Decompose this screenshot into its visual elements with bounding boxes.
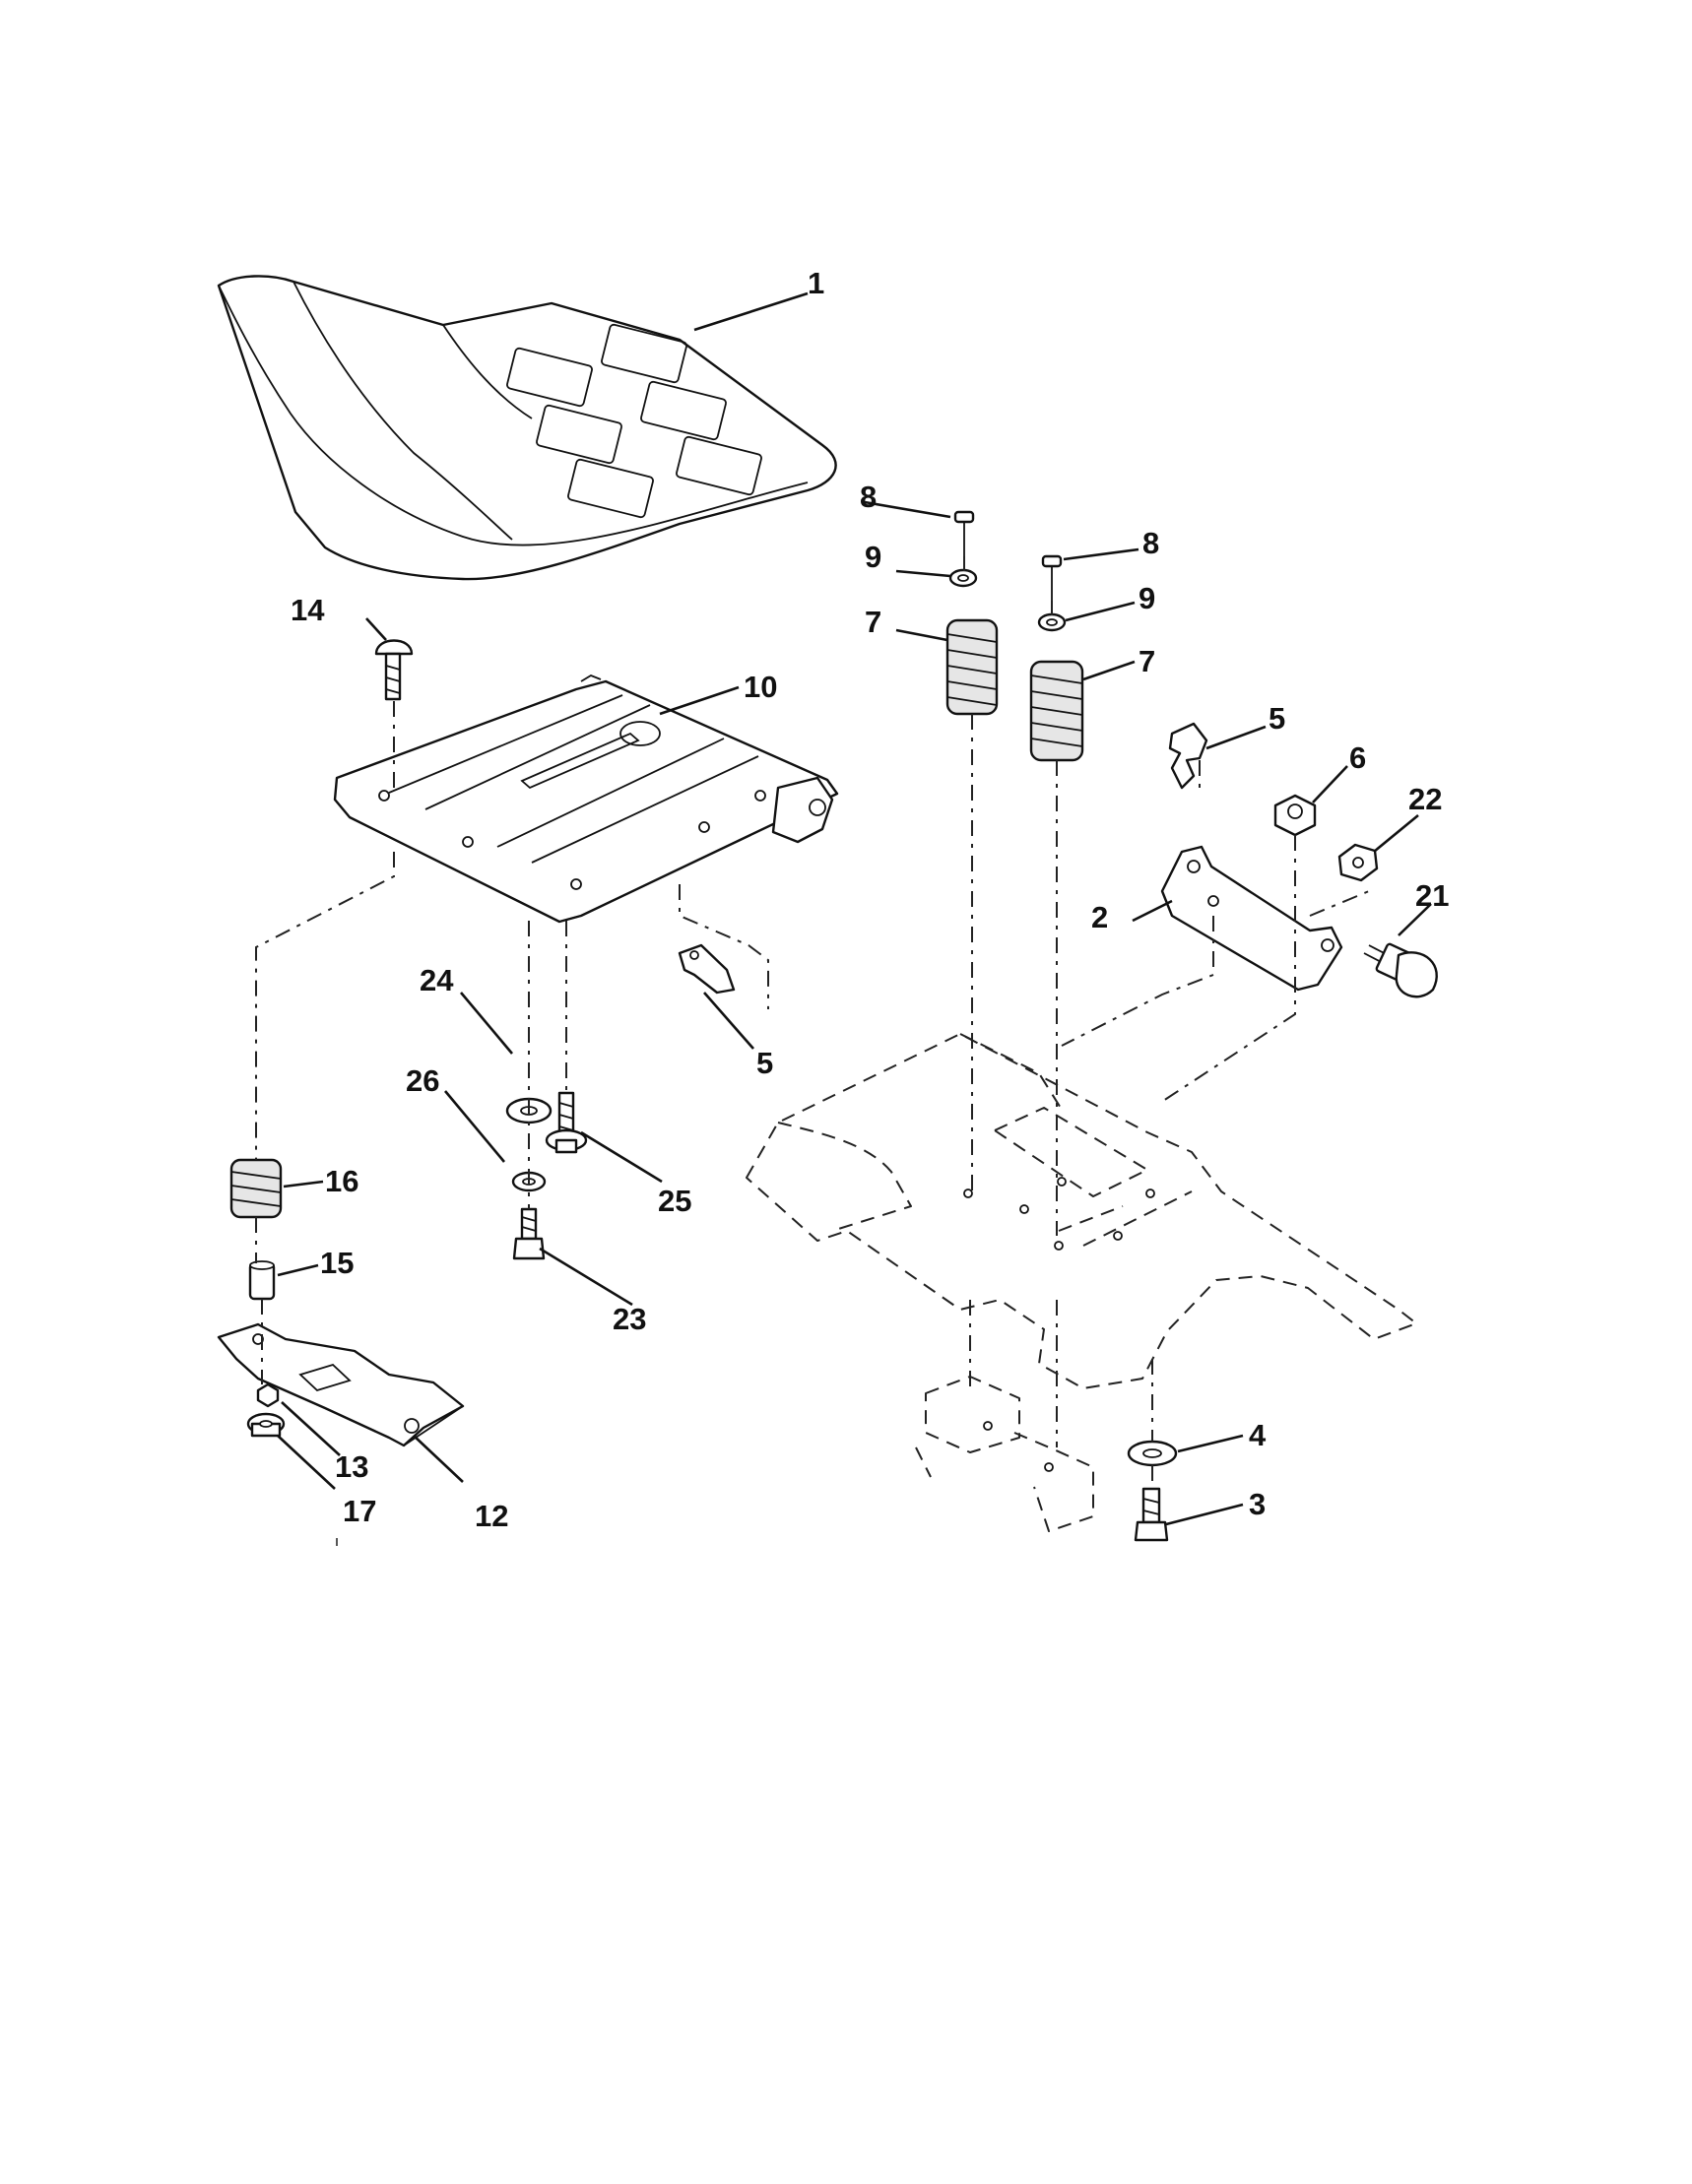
- clip-lower: [678, 943, 736, 995]
- callout-bolt-pan: 23: [613, 1302, 646, 1336]
- nut-bracket: [1273, 794, 1317, 837]
- shoulder-bolt: [1363, 942, 1438, 998]
- callout-spring-pivot: 16: [325, 1164, 358, 1198]
- nut-pivot: [256, 1382, 280, 1408]
- assembly-axes: [255, 556, 1370, 1489]
- callout-nut-pivot: 13: [335, 1449, 368, 1484]
- tractor-frame-outline: [746, 1033, 1417, 1532]
- callout-washer-pan: 24: [420, 963, 454, 997]
- callout-spring-left: 7: [865, 605, 881, 639]
- callouts: 1 8 8 9 9 7 7 10 5 6 22 2 21 14 24 5 26 …: [291, 266, 1449, 1533]
- callout-bolt-rear: 3: [1249, 1487, 1266, 1521]
- callout-lock-washer: 26: [406, 1063, 439, 1098]
- nut-adjust: [1337, 843, 1379, 882]
- callout-screw-right: 8: [1142, 526, 1159, 560]
- callout-washer-right: 9: [1139, 581, 1155, 615]
- bolt-flange: [545, 1091, 588, 1154]
- washer-right: [1037, 612, 1067, 632]
- clip-upper: [1168, 722, 1208, 790]
- spacer: [248, 1260, 276, 1301]
- seat-bracket: [1160, 845, 1343, 992]
- spring-right: [1029, 660, 1084, 762]
- screw-left: [953, 510, 975, 556]
- callout-nut-adjust: 22: [1408, 782, 1442, 816]
- callout-nut-lower: 17: [343, 1494, 376, 1528]
- callout-clip-upper: 5: [1269, 701, 1285, 736]
- seat-pan: [333, 674, 839, 924]
- spring-pivot: [229, 1158, 283, 1219]
- leader-lines: [277, 291, 1432, 1526]
- seat: [217, 275, 837, 581]
- pivot-bracket: [217, 1322, 465, 1447]
- callout-washer-left: 9: [865, 540, 881, 574]
- nut-lower: [246, 1412, 286, 1438]
- callout-seat: 1: [808, 266, 824, 300]
- callout-nut-bracket: 6: [1349, 740, 1366, 775]
- callout-seat-bracket: 2: [1091, 900, 1108, 934]
- washer-left: [948, 568, 978, 588]
- washer-rear: [1127, 1440, 1178, 1467]
- screw-right: [1041, 554, 1063, 601]
- callout-pivot-bracket: 12: [475, 1499, 508, 1533]
- bolt-pan: [512, 1207, 546, 1260]
- callout-bolt-flange: 25: [658, 1184, 691, 1218]
- callout-shoulder-bolt: 21: [1415, 878, 1449, 913]
- spring-left: [945, 618, 999, 716]
- callout-washer-rear: 4: [1249, 1418, 1267, 1452]
- callout-screw-left: 8: [860, 480, 877, 514]
- callout-seat-pan: 10: [744, 670, 777, 704]
- carriage-bolt: [374, 639, 414, 701]
- callout-clip-lower: 5: [756, 1046, 773, 1080]
- callout-spacer: 15: [320, 1246, 354, 1280]
- callout-carriage-bolt: 14: [291, 593, 325, 627]
- bolt-rear: [1134, 1487, 1169, 1542]
- callout-spring-right: 7: [1139, 644, 1155, 678]
